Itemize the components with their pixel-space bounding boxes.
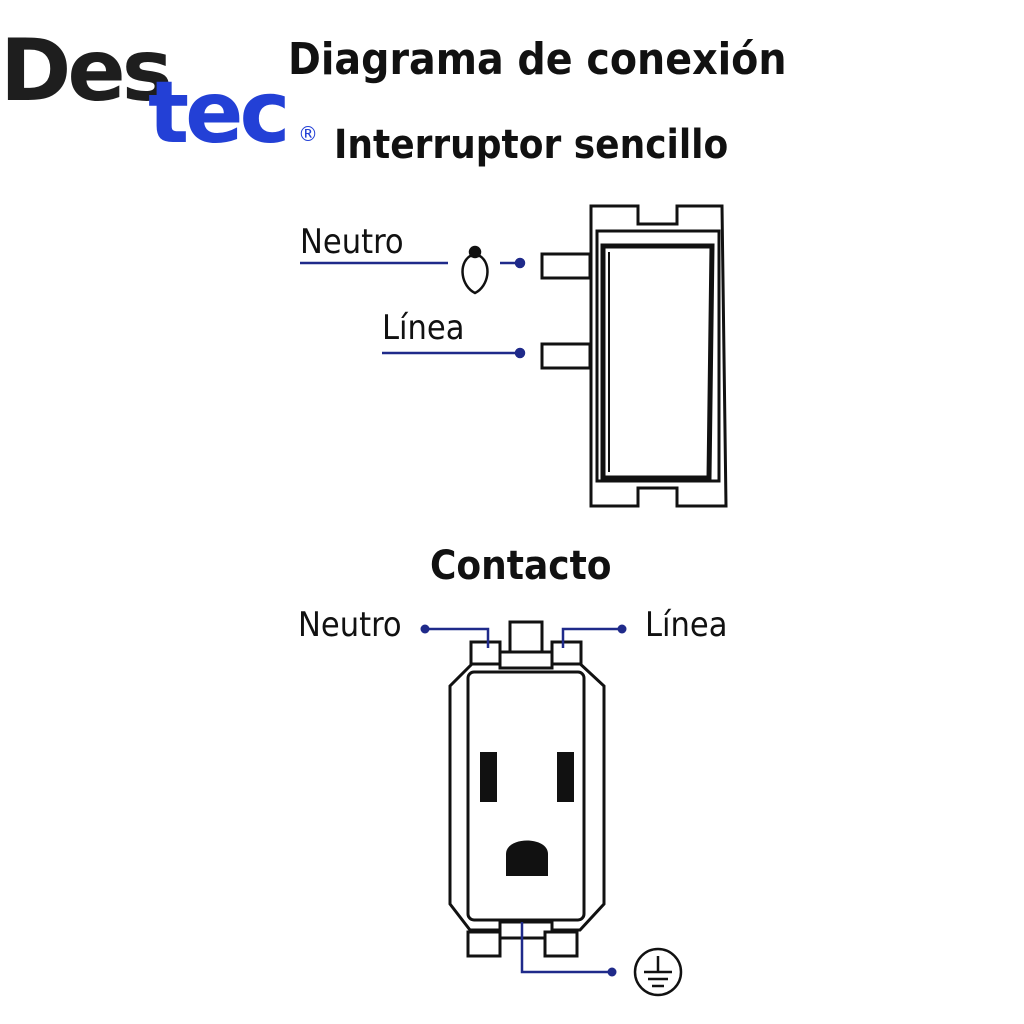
switch-wires	[300, 257, 526, 359]
light-bulb-icon	[461, 245, 489, 295]
registered-mark: ®	[298, 122, 318, 146]
logo-text-des: Des	[0, 21, 173, 121]
logo-text-tec: tec	[148, 63, 290, 163]
line-wire-dot	[514, 347, 526, 359]
switch-section-title: Interruptor sencillo	[334, 122, 729, 168]
ground-symbol-icon	[633, 947, 683, 997]
destec-logo: Des tec ®	[0, 28, 330, 158]
switch-terminals	[540, 252, 592, 370]
outlet-body	[448, 658, 606, 932]
outlet-section-title: Contacto	[430, 543, 612, 589]
switch-neutral-label: Neutro	[300, 222, 404, 262]
socket-neutral-slot	[480, 752, 497, 802]
ground-wire-outlet	[520, 922, 612, 974]
line-wire-outlet	[561, 627, 622, 648]
switch-body	[589, 204, 728, 508]
outlet-wire-dots	[420, 624, 627, 977]
outlet-bottom-terminals	[466, 920, 579, 958]
switch-line-label: Línea	[382, 308, 465, 348]
bulb-wire-dot	[514, 257, 526, 269]
outlet-sockets	[480, 752, 574, 876]
socket-ground-hole	[506, 840, 548, 876]
neutral-wire-outlet	[425, 627, 490, 648]
switch-terminal-top	[540, 252, 592, 280]
switch-terminal-bottom	[540, 342, 592, 370]
outlet-neutral-label: Neutro	[298, 605, 402, 645]
page-title: Diagrama de conexión	[288, 34, 787, 85]
outlet-top-terminals	[469, 620, 583, 670]
outlet-line-label: Línea	[645, 605, 728, 645]
socket-line-slot	[557, 752, 574, 802]
outlet-wires	[425, 627, 622, 974]
